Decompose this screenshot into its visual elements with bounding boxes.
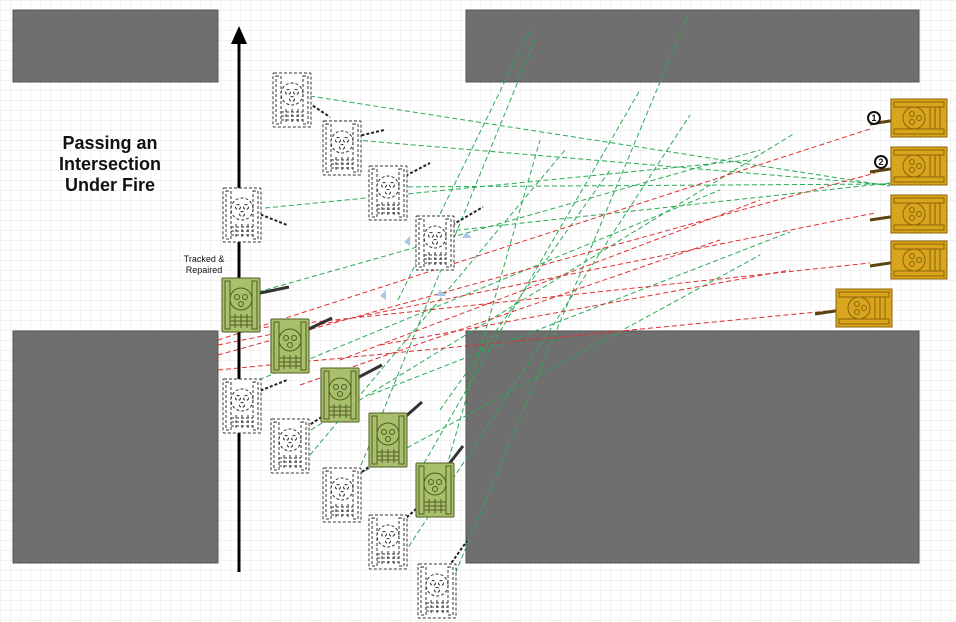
previous-position-tank-icon [272,72,331,128]
marker-1-label: 1 [871,113,876,123]
enemy-tank-icon [814,288,893,328]
fire-lines [217,14,891,611]
enemy-tank-icon [869,146,948,186]
title-line-3: Under Fire [64,175,156,195]
previous-position-tank-icon [415,206,484,271]
title-line-1: Passing an [62,133,158,153]
tanks-layer [221,72,484,619]
diagram-title: Passing an Intersection Under Fire [30,133,190,196]
building-bottom-left [12,330,219,564]
building-top-right [465,9,920,83]
tracked-repaired-note: Tracked & Repaired [176,254,232,276]
friendly-tank-icon [368,400,423,468]
friendly-tank-icon [320,363,383,423]
previous-position-tank-icon [417,540,468,619]
friendly-tank-icon [270,316,333,374]
previous-position-tank-icon [322,120,385,176]
building-top-left [12,9,219,83]
title-line-2: Intersection [58,154,162,174]
marker-1: 1 [867,111,881,125]
previous-position-tank-icon [222,378,288,434]
enemy-tank-icon [869,240,948,280]
enemy-tank-icon [869,194,948,234]
building-bottom-right [465,330,920,564]
friendly-tank-icon [415,445,465,518]
note-line-1: Tracked & [183,254,225,264]
previous-position-tank-icon [368,162,431,221]
marker-2-label: 2 [878,157,883,167]
marker-2: 2 [874,155,888,169]
friendly-tank-icon [221,277,290,333]
previous-position-tank-icon [222,187,288,243]
note-line-2: Repaired [185,265,223,275]
blue-markers [380,232,472,300]
